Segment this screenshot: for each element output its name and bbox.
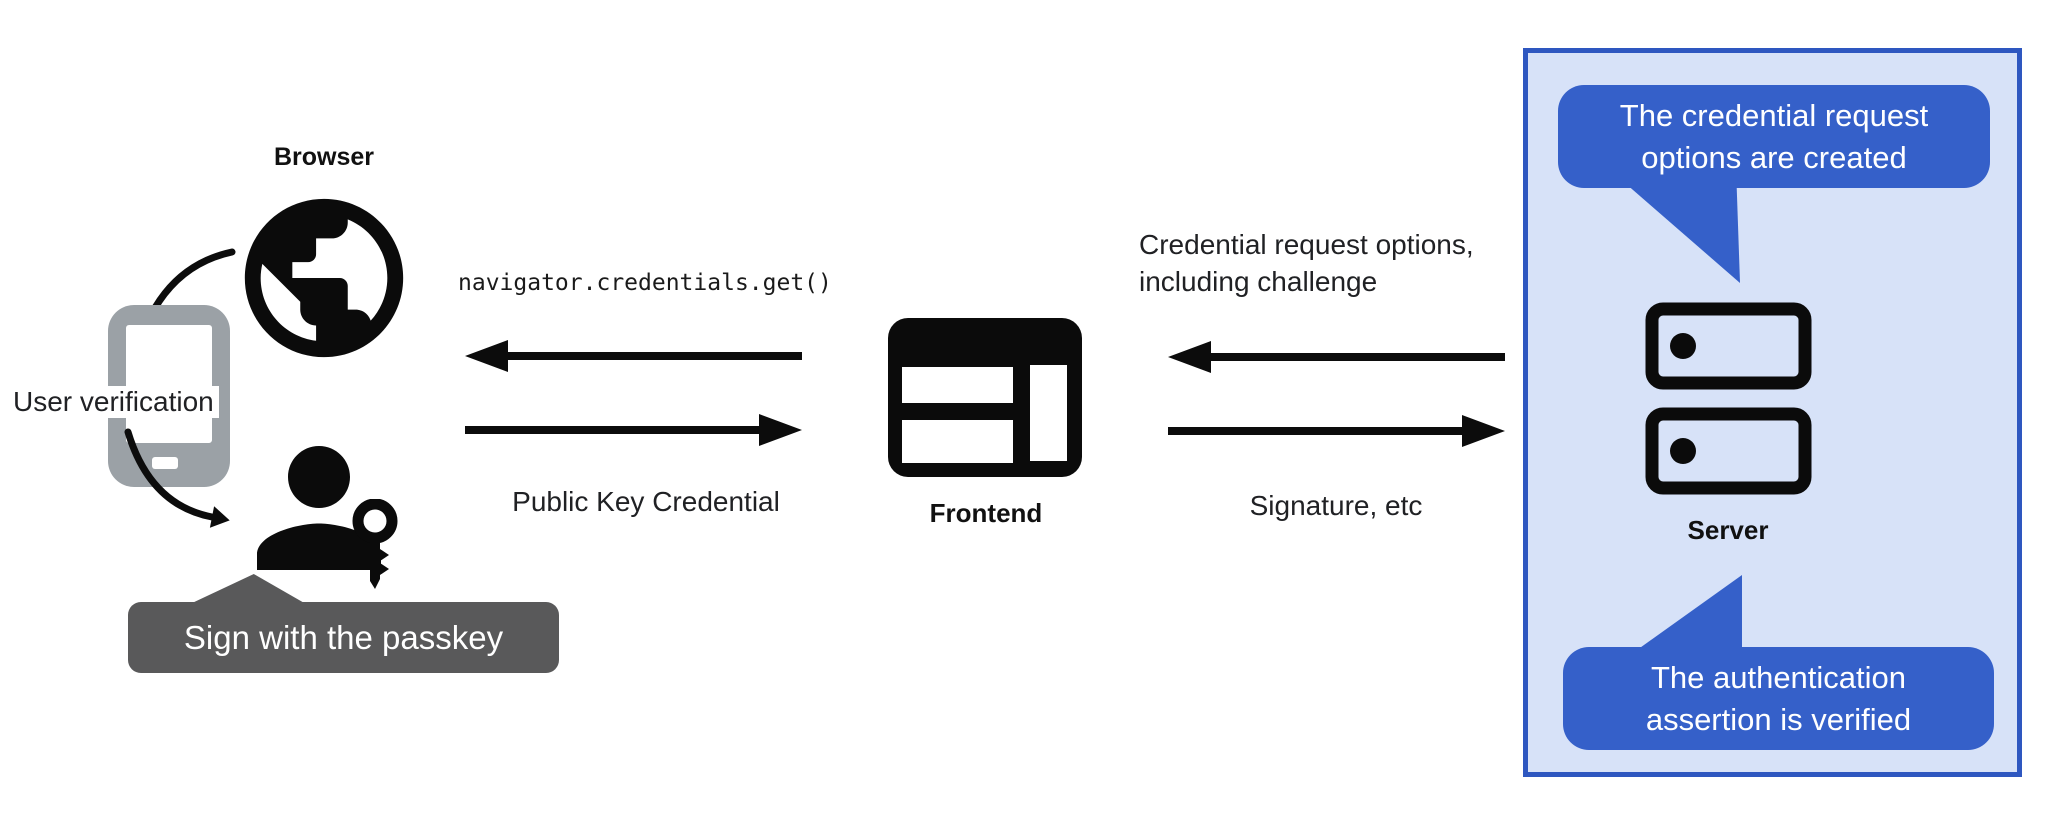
arrowhead-left-icon (465, 340, 508, 372)
browser-window-icon (888, 318, 1082, 477)
arrow-shaft (465, 426, 762, 434)
arrow-shaft (1168, 427, 1465, 435)
credential-request-label: Credential request options, including ch… (1139, 229, 1474, 297)
arrow-shaft (505, 352, 802, 360)
api-call-label: navigator.credentials.get() (458, 270, 832, 296)
arrow-frontend-to-server (1168, 415, 1505, 447)
passkey-tooltip: Sign with the passkey (128, 574, 559, 673)
arrow-shaft (1208, 353, 1505, 361)
top-callout: The credential request options are creat… (1558, 85, 1990, 188)
globe-icon (244, 198, 404, 358)
arrow-server-to-frontend (1168, 341, 1505, 373)
arrow-browser-to-frontend (465, 414, 802, 446)
arrowhead-right-icon (759, 414, 802, 446)
public-key-credential-label: Public Key Credential (512, 486, 780, 517)
bottom-callout: The authentication assertion is verified (1563, 647, 1994, 750)
user-verification-label: User verification (8, 386, 219, 418)
browser-label: Browser (273, 143, 375, 171)
key-icon (352, 499, 398, 589)
phone-home-bar (152, 457, 178, 469)
bottom-callout-tail-icon (1630, 575, 1742, 655)
arrowhead-left-icon (1168, 341, 1211, 373)
frontend-label: Frontend (929, 498, 1043, 528)
tooltip-label: Sign with the passkey (183, 618, 504, 656)
server-panel: The credential request options are creat… (1523, 48, 2022, 777)
arrowhead-right-icon (1462, 415, 1505, 447)
top-callout-tail-icon (1625, 183, 1740, 283)
signature-label: Signature, etc (1249, 490, 1423, 521)
arrow-frontend-to-browser (465, 340, 802, 372)
phone-screen (126, 325, 212, 443)
person-icon (257, 446, 381, 570)
server-label: Server (1687, 515, 1769, 545)
arrow-phone-to-user (124, 428, 230, 528)
server-stack-icon (1645, 302, 1812, 495)
